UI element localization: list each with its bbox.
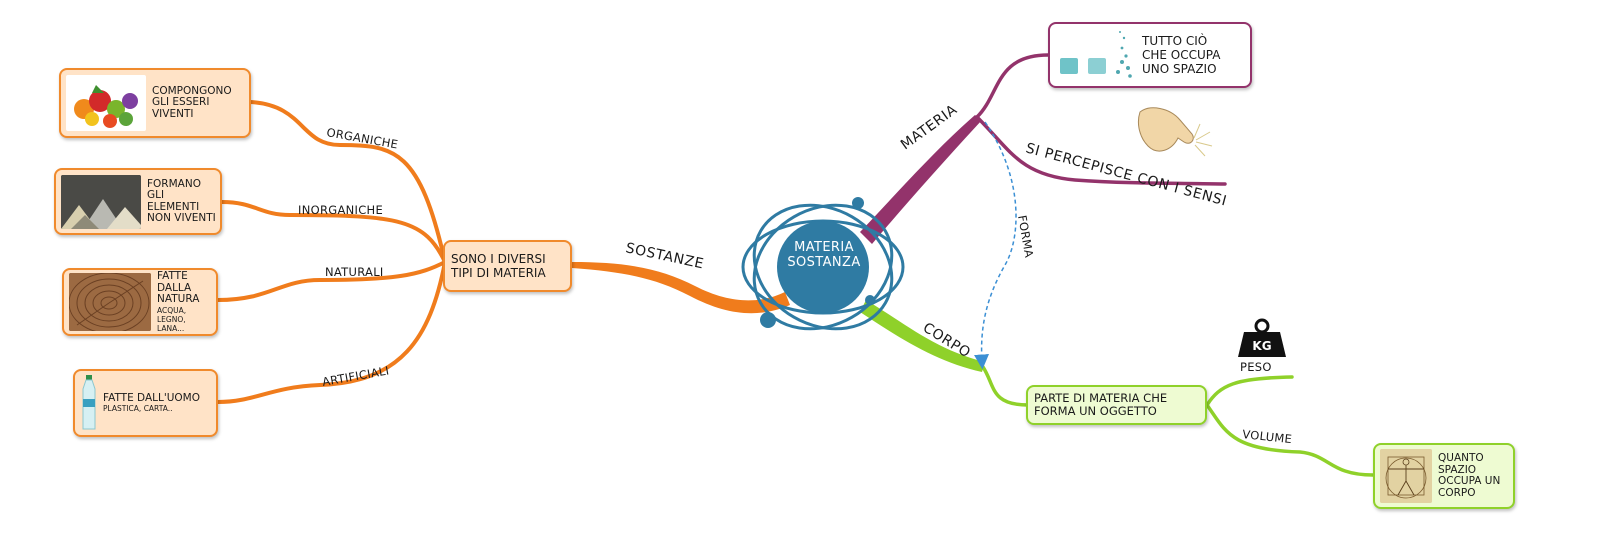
branch-peso[interactable] — [1205, 375, 1294, 407]
node-artificiali[interactable]: FATTE DALL'UOMO PLASTICA, CARTA.. — [73, 369, 218, 437]
corpo-def-line-2: FORMA UN OGGETTO — [1034, 404, 1157, 418]
touching-hand-icon — [1137, 107, 1213, 157]
naturali-line-2: DALLA — [157, 281, 192, 294]
mineral-sand-piles-picture — [61, 174, 141, 229]
node-organiche[interactable]: COMPONGONO GLI ESSERI VIVENTI — [59, 68, 251, 138]
label-peso: PESO — [1240, 360, 1272, 374]
naturali-line-3: NATURA — [157, 293, 200, 306]
volume-def-line-4: CORPO — [1438, 486, 1476, 499]
states-of-matter-picture — [1056, 28, 1136, 82]
branch-materia[interactable] — [860, 115, 982, 244]
organiche-line-3: VIVENTI — [152, 107, 194, 120]
materia-def-line-3: UNO SPAZIO — [1142, 62, 1217, 76]
artificiali-small-1: PLASTICA, CARTA.. — [103, 404, 173, 414]
branch-naturali[interactable] — [216, 260, 447, 302]
branch-to-corpo-def[interactable] — [981, 365, 1030, 407]
organiche-line-1: COMPONGONO — [152, 84, 232, 97]
volume-def-line-3: OCCUPA UN — [1438, 475, 1501, 487]
materia-def-line-2: CHE OCCUPA — [1142, 48, 1221, 62]
corpo-def-line-1: PARTE DI MATERIA CHE — [1034, 390, 1168, 405]
node-corpo-def[interactable]: PARTE DI MATERIA CHE FORMA UN OGGETTO — [1026, 385, 1207, 425]
naturali-line-1: FATTE — [157, 270, 188, 283]
central-line-1: MATERIA — [794, 240, 854, 255]
branch-to-materia-def[interactable] — [975, 53, 1050, 119]
node-materia-def[interactable]: TUTTO CIÒ CHE OCCUPA UNO SPAZIO — [1048, 22, 1252, 88]
label-artificiali: ARTIFICIALI — [321, 363, 390, 389]
volume-def-line-1: QUANTO — [1438, 452, 1484, 464]
inorganiche-line-1: FORMANO — [147, 177, 201, 190]
label-volume: VOLUME — [1242, 427, 1293, 446]
inorganiche-line-3: ELEMENTI — [147, 200, 200, 213]
branch-si-percepisce[interactable] — [975, 115, 1227, 186]
central-line-2: SOSTANZA — [787, 255, 861, 270]
kettlebell-weight-icon: KG — [1238, 318, 1286, 357]
label-inorganiche: INORGANICHE — [298, 203, 383, 217]
node-sono-line-2: TIPI DI MATERIA — [451, 266, 546, 280]
node-inorganiche[interactable]: FORMANO GLI ELEMENTI NON VIVENTI — [54, 168, 222, 235]
branch-sostanze[interactable] — [572, 262, 790, 314]
forma-dashed-connector[interactable] — [974, 121, 1017, 370]
node-volume-def[interactable]: QUANTO SPAZIO OCCUPA UN CORPO — [1373, 443, 1515, 509]
vitruvian-man-picture — [1380, 449, 1432, 503]
label-forma: FORMA — [1015, 214, 1036, 259]
branch-artificiali[interactable] — [216, 260, 447, 404]
branch-organiche[interactable] — [248, 100, 447, 264]
naturali-small-3: LANA... — [157, 323, 185, 333]
central-topic[interactable]: MATERIA SOSTANZA — [774, 240, 874, 270]
node-naturali[interactable]: FATTE DALLA NATURA ACQUA, LEGNO, LANA... — [62, 268, 218, 336]
weight-label: KG — [1252, 339, 1271, 353]
volume-def-line-2: SPAZIO — [1438, 463, 1477, 476]
label-naturali: NATURALI — [325, 265, 384, 279]
materia-def-line-1: TUTTO CIÒ — [1142, 34, 1208, 48]
artificiali-line-1: FATTE DALL'UOMO — [103, 391, 201, 404]
node-sono-line-1: SONO I DIVERSI — [451, 252, 546, 266]
fruits-vegetables-picture — [66, 75, 146, 131]
central-atom[interactable] — [732, 181, 915, 353]
inorganiche-line-4: NON VIVENTI — [147, 212, 216, 224]
wood-rings-picture — [69, 273, 151, 331]
naturali-small-2: LEGNO, — [157, 314, 186, 324]
organiche-line-2: GLI ESSERI — [152, 96, 210, 109]
plastic-bottle-picture — [81, 375, 97, 431]
branch-corpo[interactable] — [860, 300, 985, 372]
branch-inorganiche[interactable] — [220, 200, 447, 264]
naturali-small-1: ACQUA, — [157, 305, 187, 315]
inorganiche-line-2: GLI — [147, 189, 165, 201]
node-sono-i-diversi[interactable]: SONO I DIVERSI TIPI DI MATERIA — [443, 240, 572, 292]
branch-volume[interactable] — [1205, 403, 1375, 477]
